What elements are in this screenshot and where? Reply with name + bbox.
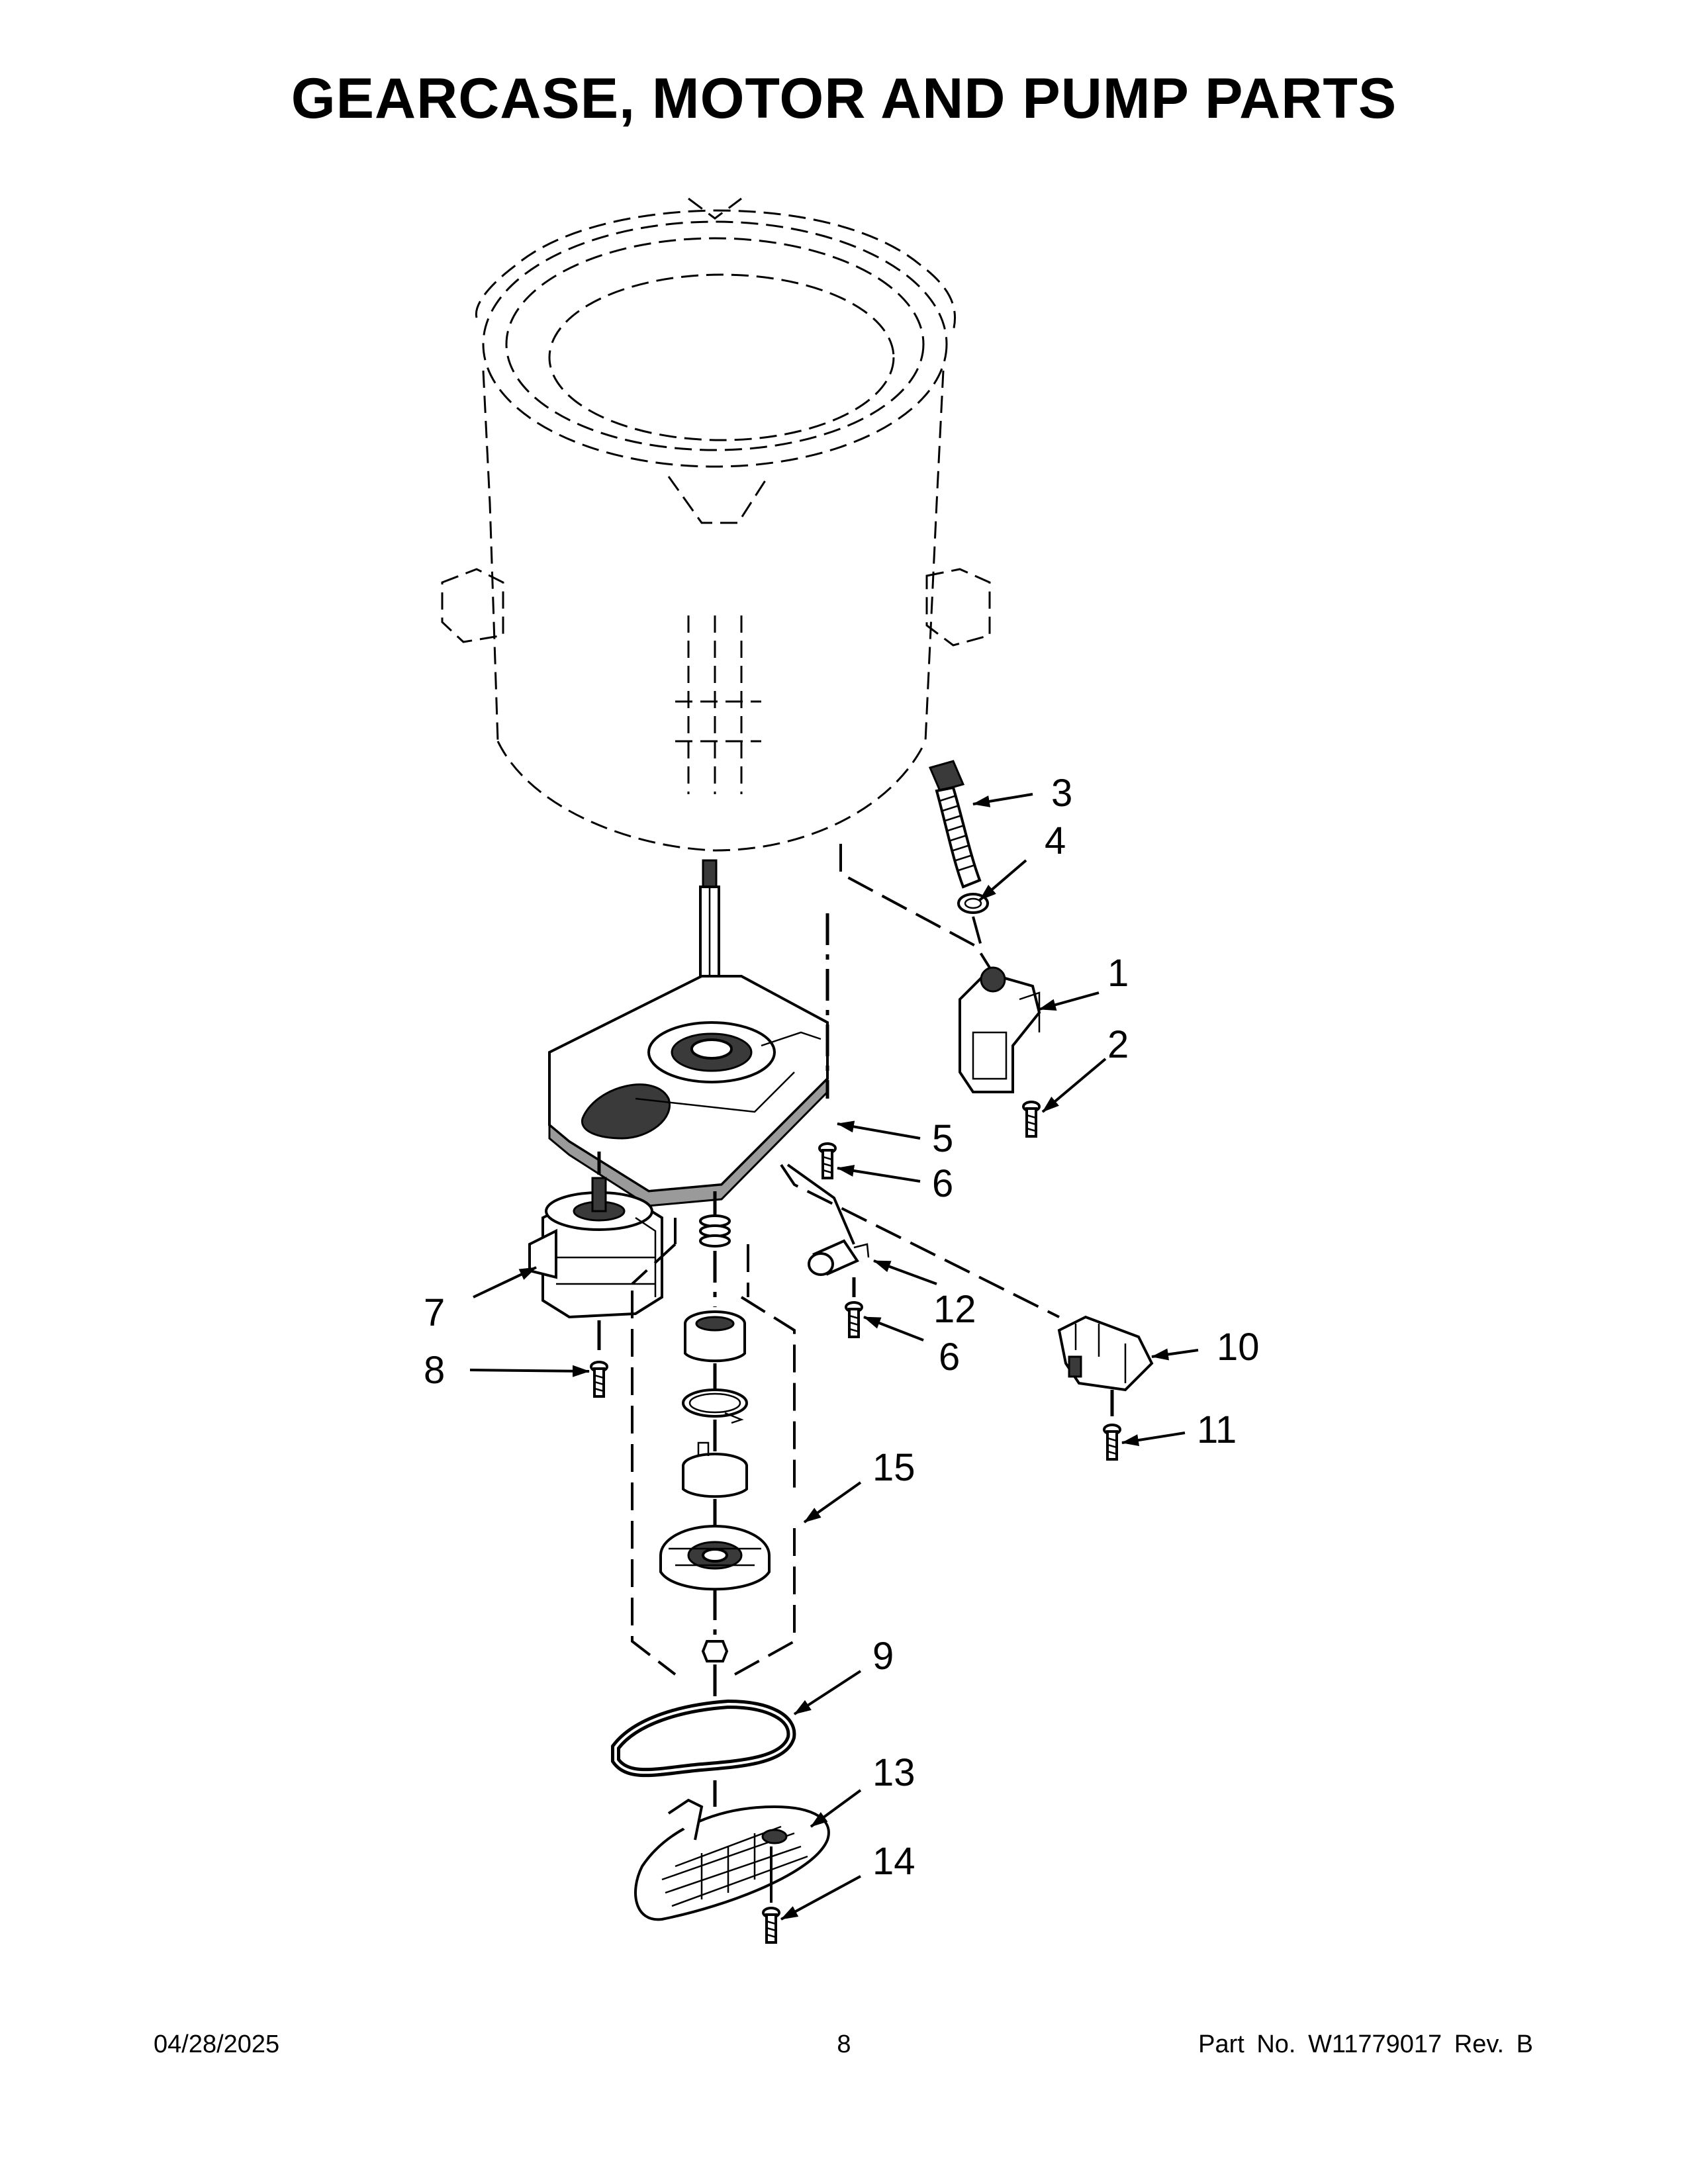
callout-15: 15 [872, 1446, 915, 1489]
callout-5: 5 [932, 1117, 953, 1160]
callout-2: 2 [1107, 1023, 1129, 1066]
shift-actuator [1057, 1315, 1154, 1392]
revision-label: Rev. [1454, 2030, 1505, 2058]
screw-6-lower [845, 1301, 863, 1338]
page-title: GEARCASE, MOTOR AND PUMP PARTS [291, 67, 1397, 130]
part-number-value: W11779017 [1308, 2030, 1442, 2058]
sensor-guide-line [780, 1163, 1060, 1318]
pump-screw [1022, 1101, 1041, 1138]
part-number-label: Part No. [1198, 2030, 1296, 2058]
footer-date: 04/28/2025 [154, 2030, 280, 2058]
wash-tub-outline [441, 197, 991, 852]
callout-6-lower: 6 [939, 1336, 960, 1379]
callout-9: 9 [872, 1635, 894, 1678]
callout-13: 13 [872, 1751, 915, 1794]
revision-value: B [1516, 2030, 1533, 2058]
clutch-ring [682, 1388, 748, 1424]
clutch-collar [682, 1441, 748, 1498]
callout-12: 12 [933, 1288, 976, 1331]
drain-pump [959, 966, 1041, 1093]
callout-1: 1 [1107, 952, 1129, 995]
gearcase-assembly [548, 859, 829, 1207]
drive-belt [611, 1699, 796, 1778]
callout-10: 10 [1217, 1326, 1260, 1369]
pulley-nut [701, 1640, 729, 1662]
callout-7: 7 [424, 1291, 445, 1334]
motor-screw [590, 1361, 608, 1398]
footer-page-number: 8 [837, 2030, 851, 2058]
callout-11: 11 [1197, 1408, 1237, 1451]
leader-arrows [469, 793, 1199, 1921]
clutch-pulley-hub [684, 1310, 746, 1363]
clamp-guide-line [972, 916, 984, 954]
pulley-shield [634, 1798, 830, 1921]
pump-hose [928, 760, 982, 889]
drive-motor [528, 1177, 663, 1319]
capacitor [808, 1239, 870, 1276]
screw-6-upper [818, 1142, 837, 1179]
callout-4: 4 [1045, 819, 1066, 862]
clutch-spring [699, 1214, 731, 1248]
callout-8: 8 [424, 1349, 445, 1392]
footer-part-number: Part No. W11779017 Rev. B [1198, 2030, 1533, 2059]
hose-guide-line [839, 844, 994, 974]
callout-6-upper: 6 [932, 1162, 953, 1205]
callout-3: 3 [1051, 772, 1072, 815]
drive-pulley [659, 1525, 771, 1591]
callout-14: 14 [872, 1840, 915, 1883]
clutch-kit-boundary [631, 1218, 796, 1676]
capacitor-wire [786, 1163, 855, 1245]
actuator-screw [1103, 1424, 1121, 1461]
shield-screw [762, 1907, 780, 1944]
